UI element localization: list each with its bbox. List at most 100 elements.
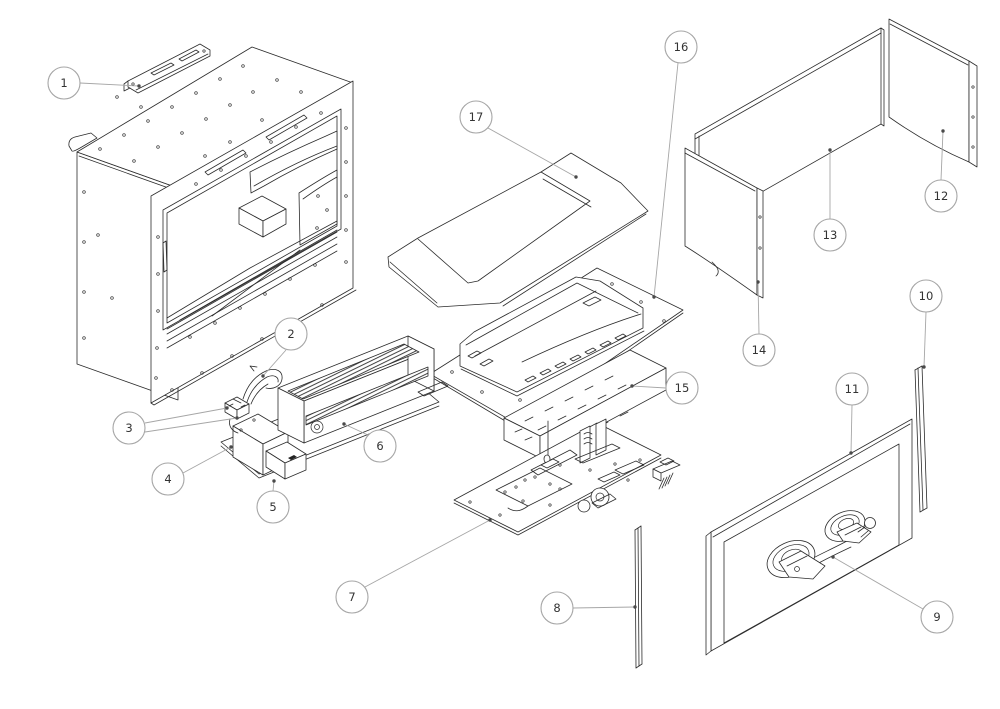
leader-line-2 <box>262 349 287 377</box>
leader-line-3 <box>144 407 228 424</box>
callout-6: 6 <box>342 422 397 463</box>
leader-endpoint-3 <box>235 416 239 420</box>
leader-endpoint-16 <box>652 295 656 299</box>
callout-balloon-3 <box>112 411 146 445</box>
callout-number-1: 1 <box>60 76 67 90</box>
callout-number-17: 17 <box>469 110 484 124</box>
callout-number-12: 12 <box>934 189 949 203</box>
leader-line-6 <box>343 423 369 436</box>
callout-13: 13 <box>813 148 847 252</box>
leader-endpoint-13 <box>828 148 832 152</box>
firebox-cabinet <box>68 46 357 406</box>
leader-line-3 <box>144 417 238 433</box>
callout-number-10: 10 <box>919 289 934 303</box>
callout-balloon-7 <box>335 580 369 614</box>
callout-balloon-16 <box>664 30 698 64</box>
callout-9: 9 <box>831 555 954 634</box>
callout-balloon-5 <box>256 490 290 524</box>
leader-endpoint-12 <box>941 129 945 133</box>
callout-number-9: 9 <box>933 610 940 624</box>
part-10-trim-strip <box>914 365 928 513</box>
callout-16: 16 <box>652 30 698 299</box>
callout-number-16: 16 <box>674 40 689 54</box>
part-16-ember-bed-assembly <box>429 267 684 429</box>
part-14-side-glass-left <box>684 147 764 299</box>
part-9-suction-cup-tool <box>766 510 876 580</box>
callout-number-14: 14 <box>752 343 767 357</box>
leader-line-15 <box>631 385 667 389</box>
callout-1: 1 <box>47 66 141 100</box>
leader-line-11 <box>850 404 853 454</box>
callout-12: 12 <box>924 129 958 213</box>
callout-3: 3 <box>112 406 239 445</box>
leader-endpoint-2 <box>261 374 265 378</box>
callout-balloon-14 <box>742 333 776 367</box>
leader-line-10 <box>923 311 927 368</box>
leader-line-16 <box>653 62 679 298</box>
part-7-circuit-board-assembly <box>453 418 681 536</box>
callout-11: 11 <box>835 372 869 455</box>
callout-number-7: 7 <box>348 590 355 604</box>
leader-endpoint-1 <box>137 84 141 88</box>
callout-balloon-8 <box>540 591 574 625</box>
callout-balloon-6 <box>363 429 397 463</box>
callout-7: 7 <box>335 518 492 614</box>
leader-line-17 <box>487 127 577 178</box>
callout-balloon-17 <box>459 100 493 134</box>
leader-line-8 <box>572 606 636 609</box>
leader-line-7 <box>364 519 491 588</box>
part-11-front-glass <box>705 418 913 656</box>
callout-14: 14 <box>742 280 776 367</box>
leader-endpoint-15 <box>630 384 634 388</box>
leader-endpoint-6 <box>342 422 346 426</box>
leader-endpoint-9 <box>831 555 835 559</box>
leader-endpoint-3 <box>225 406 229 410</box>
callout-balloon-12 <box>924 179 958 213</box>
callout-4: 4 <box>151 445 233 496</box>
leader-endpoint-8 <box>633 605 637 609</box>
callout-number-5: 5 <box>269 500 276 514</box>
part-5-transformer-box <box>265 441 307 480</box>
callout-number-3: 3 <box>125 421 132 435</box>
callout-2: 2 <box>261 317 308 378</box>
callout-balloon-13 <box>813 218 847 252</box>
callout-number-4: 4 <box>164 472 171 486</box>
callout-number-6: 6 <box>376 439 383 453</box>
leader-line-12 <box>940 130 944 181</box>
callout-number-15: 15 <box>675 381 690 395</box>
leader-endpoint-5 <box>272 479 276 483</box>
leader-endpoint-11 <box>849 451 853 455</box>
callout-17: 17 <box>459 100 578 179</box>
callout-number-13: 13 <box>823 228 838 242</box>
part-12-side-glass-right <box>888 18 978 168</box>
leader-line-4 <box>182 446 232 474</box>
callout-balloon-10 <box>909 279 943 313</box>
part-15-louvered-shield <box>503 349 667 459</box>
leader-endpoint-17 <box>574 175 578 179</box>
part-2-wire-harness <box>242 365 283 405</box>
callout-balloon-4 <box>151 462 185 496</box>
callout-5: 5 <box>256 479 290 524</box>
leader-endpoint-4 <box>229 445 233 449</box>
callout-10: 10 <box>909 279 943 369</box>
callout-number-8: 8 <box>553 601 560 615</box>
callout-balloon-11 <box>835 372 869 406</box>
part-3-connector <box>224 396 250 434</box>
callout-balloon-15 <box>665 371 699 405</box>
callout-balloon-9 <box>920 600 954 634</box>
callout-number-11: 11 <box>845 382 860 396</box>
part-6-blower-heater <box>277 335 449 444</box>
part-1-mounting-bracket <box>123 43 211 94</box>
leader-line-9 <box>832 556 924 610</box>
callout-15: 15 <box>630 371 699 405</box>
leader-endpoint-10 <box>922 365 926 369</box>
leader-line-1 <box>79 82 140 87</box>
callout-number-2: 2 <box>287 327 294 341</box>
screw-holes-left <box>82 190 114 340</box>
corner-tab <box>68 132 98 152</box>
callout-balloon-1 <box>47 66 81 100</box>
part-17-top-trim <box>387 152 649 308</box>
